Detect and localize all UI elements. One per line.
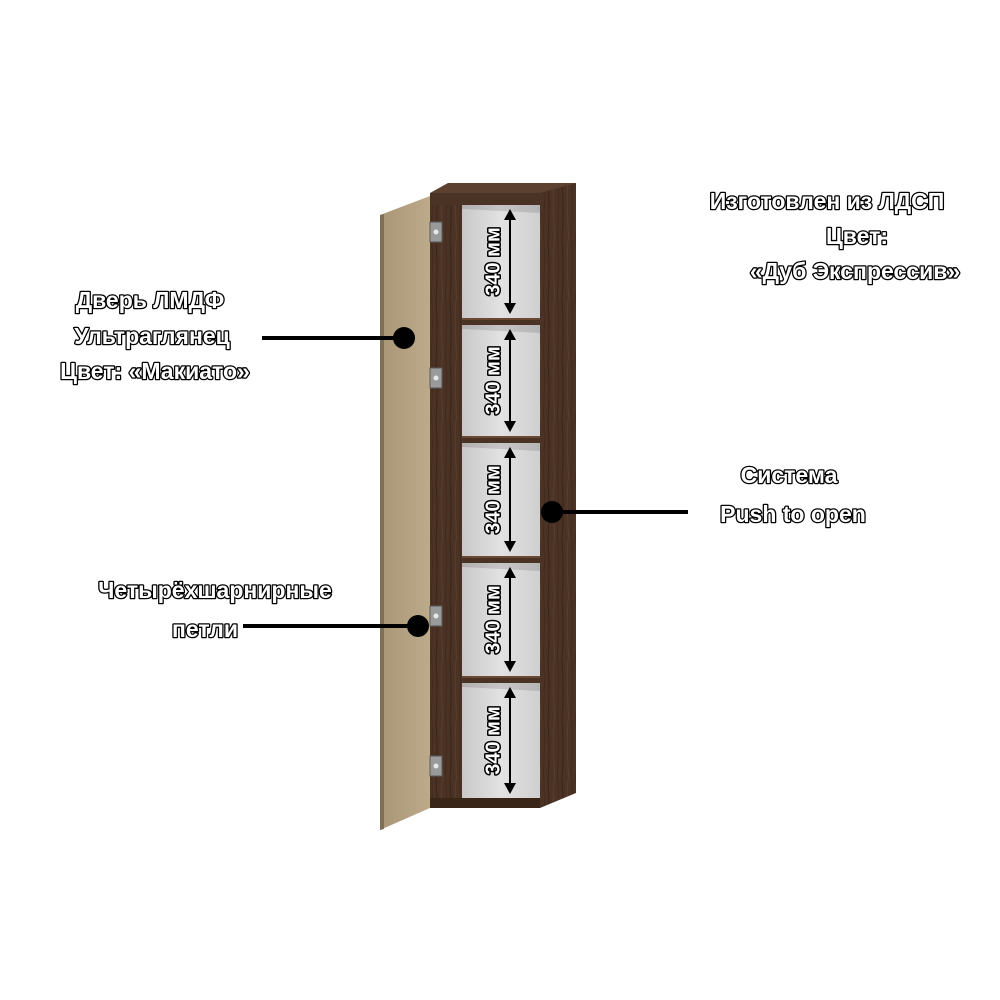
compartment-back-panel [462, 205, 540, 318]
door-label-line2: Ультраглянец [74, 323, 230, 349]
dimension-arrow-head-top [504, 209, 516, 220]
shelf-edge [462, 436, 540, 438]
compartments: 340 мм 340 мм 340 мм 340 мм 340 мм [462, 205, 540, 798]
dimension-arrow-head-bottom [504, 303, 516, 314]
compartment-shadow [462, 325, 540, 333]
hinges-callout-dot [407, 615, 429, 637]
shelf [462, 318, 540, 325]
dimension-arrow-head-top [504, 687, 516, 698]
top-panel [430, 183, 576, 193]
door [380, 196, 430, 830]
hinge-screw-icon [433, 763, 439, 769]
shelf [462, 676, 540, 683]
compartment-back-panel [462, 683, 540, 798]
dimension-arrow-head-top [504, 329, 516, 340]
push-callout-dot [541, 501, 563, 523]
compartment-shadow [462, 205, 540, 213]
compartment-back-panel [462, 325, 540, 436]
compartment-back-panel [462, 443, 540, 556]
shelf-height-label: 340 мм [482, 585, 504, 654]
labels: Изготовлен из ЛДСП Цвет: «Дуб Экспрессив… [59, 187, 962, 644]
hinge-screw-icon [433, 613, 439, 619]
compartment-shadow [462, 443, 540, 451]
shelf-height-label: 340 мм [482, 227, 504, 296]
door-callout-dot [393, 327, 415, 349]
cabinet-body [430, 183, 576, 808]
dimension-arrow-head-top [504, 447, 516, 458]
door-panel [380, 196, 430, 830]
material-label-line3: «Дуб Экспрессив» [750, 258, 960, 284]
right-side-panel [540, 183, 576, 808]
shelf [462, 556, 540, 563]
shelf-edge [462, 556, 540, 558]
left-side-panel [430, 193, 462, 808]
dimension-arrow-head-bottom [504, 541, 516, 552]
shelf [462, 436, 540, 443]
front-bottom-edge [430, 798, 540, 808]
shelf-height-label: 340 мм [482, 465, 504, 534]
hinges [429, 221, 443, 777]
hinge-screw-icon [433, 229, 439, 235]
hinge-screw-icon [433, 375, 439, 381]
shelf-edge [462, 318, 540, 320]
compartment-shadow [462, 683, 540, 691]
dimension-arrow-head-bottom [504, 421, 516, 432]
material-label-line1: Изготовлен из ЛДСП [710, 188, 945, 214]
shelf-edge [462, 676, 540, 678]
callouts [243, 327, 688, 637]
push-label-line2: Push to open [720, 501, 866, 527]
front-top-edge [430, 193, 540, 205]
dimension-arrow-head-bottom [504, 661, 516, 672]
shelf-height-label: 340 мм [482, 346, 504, 415]
material-label-line2: Цвет: [826, 223, 888, 249]
door-label-line3: Цвет: «Макиато» [60, 358, 250, 384]
shelf-height-label: 340 мм [482, 706, 504, 775]
push-label-line1: Система [741, 462, 838, 488]
door-edge [380, 214, 384, 830]
dimension-arrow-head-top [504, 567, 516, 578]
door-label-line1: Дверь ЛМДФ [76, 287, 225, 313]
hinges-label-line1: Четырёхшарнирные [98, 577, 332, 603]
compartment-back-panel [462, 563, 540, 676]
hinges-label-line2: петли [172, 616, 238, 642]
dimension-arrow-head-bottom [504, 783, 516, 794]
compartment-shadow [462, 563, 540, 571]
